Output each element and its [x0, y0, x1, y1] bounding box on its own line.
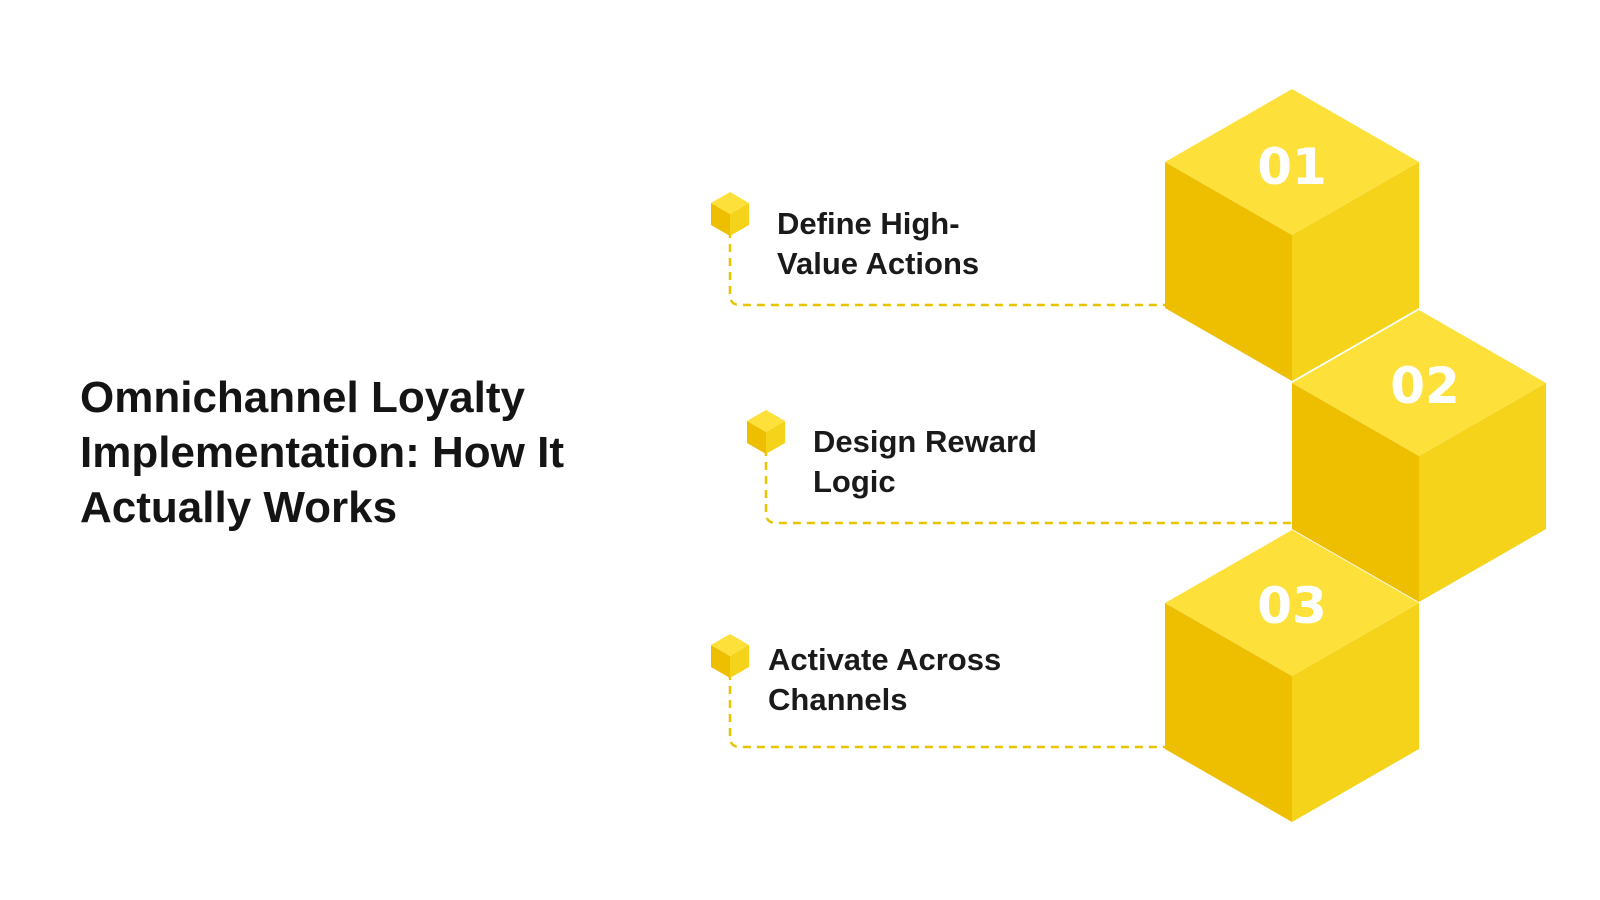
connector-step-1 [728, 230, 1165, 307]
cube-step-2-number: 02 [1390, 357, 1460, 415]
diagram-title: Omnichannel Loyalty Implementation: How … [80, 373, 564, 532]
cube-step-2-top-face [1292, 310, 1546, 456]
cube-step-1: 01 [1165, 89, 1419, 381]
small-yellow-cube-icon [747, 410, 785, 454]
step-1-label-line-1: Define High- [777, 206, 960, 241]
step-3-label-line-2: Channels [768, 682, 908, 717]
connector-step-2 [764, 448, 1292, 525]
step-2-label-line-1: Design Reward [813, 424, 1037, 459]
cube-step-2: 02 [1292, 310, 1546, 602]
step-1-label-line-2: Value Actions [777, 246, 979, 281]
small-yellow-cube-icon [711, 634, 749, 678]
step-3-label-line-1: Activate Across [768, 642, 1001, 677]
small-yellow-cube-icon [711, 192, 749, 236]
cube-step-3: 03 [1165, 530, 1419, 822]
cube-step-3-top-face [1165, 530, 1419, 676]
connector-step-3 [728, 672, 1165, 749]
cube-step-1-number: 01 [1257, 138, 1327, 196]
cube-step-3-number: 03 [1257, 577, 1327, 635]
cube-step-1-top-face [1165, 89, 1419, 235]
step-2-label-line-2: Logic [813, 464, 896, 499]
